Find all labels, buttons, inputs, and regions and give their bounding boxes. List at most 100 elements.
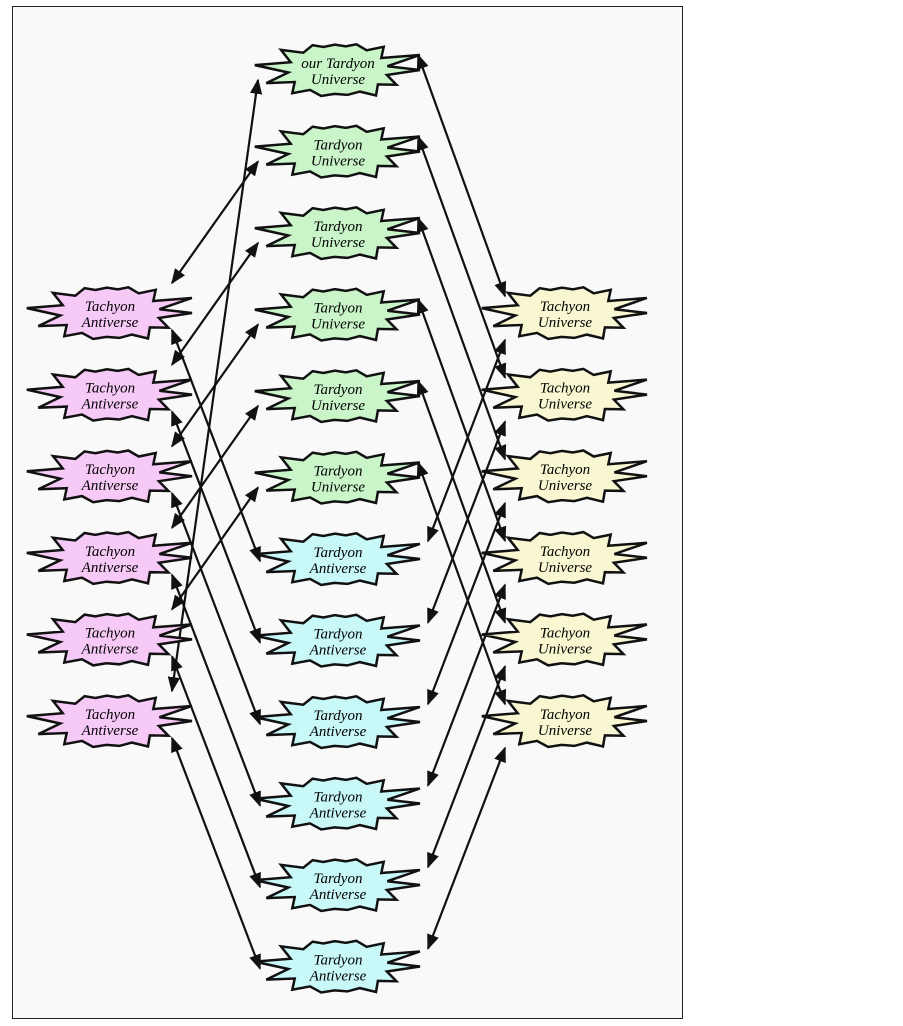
- node-label-line1: Tachyon: [540, 299, 590, 315]
- starburst-shape: [26, 693, 193, 749]
- node-label-line2: Universe: [538, 478, 592, 494]
- double-arrow-left-4-to-middle-5: [171, 486, 259, 611]
- starburst-shape: [481, 530, 648, 586]
- node-label-line1: Tardyon: [314, 953, 363, 969]
- double-arrow-left-3-to-middle-4: [171, 404, 259, 530]
- starburst-shape: [254, 857, 421, 913]
- node-label-line1: Tardyon: [314, 464, 363, 480]
- node-label-line1: Tachyon: [85, 625, 135, 641]
- node-label-line2: Universe: [538, 641, 592, 657]
- node-label-line2: Antiverse: [81, 560, 139, 576]
- starburst-shape: [254, 694, 421, 750]
- node-label-line1: Tardyon: [314, 301, 363, 317]
- starburst-shape: [254, 613, 421, 668]
- starburst-shape: [254, 531, 421, 587]
- node-label-line1: Tardyon: [314, 627, 363, 643]
- node-label-line2: Universe: [311, 317, 365, 333]
- starburst-shape: [26, 367, 193, 422]
- starburst-shape: [481, 693, 648, 749]
- double-arrow-right-4-to-middle-10: [426, 664, 507, 869]
- starburst-shape: [481, 449, 648, 504]
- double-arrow-left-5-to-middle-11: [170, 736, 262, 970]
- starburst-shape: [254, 939, 421, 994]
- starburst-shape: [481, 285, 648, 341]
- arrows: [167, 53, 507, 970]
- starburst-shape: [254, 368, 421, 424]
- starburst-shape: [26, 449, 193, 504]
- node-label-line2: Antiverse: [309, 969, 367, 985]
- node-label-line1: Tachyon: [85, 462, 135, 478]
- node-label-line1: Tachyon: [85, 381, 135, 397]
- node-label-line1: Tachyon: [540, 381, 590, 397]
- node-label-line2: Antiverse: [81, 641, 139, 657]
- node-label-line1: Tardyon: [314, 545, 363, 561]
- node-label-line2: Antiverse: [309, 887, 367, 903]
- node-label-line1: Tachyon: [540, 544, 590, 560]
- node-label-line1: Tardyon: [314, 219, 363, 235]
- node-label-line1: Tachyon: [85, 707, 135, 723]
- node-label-line1: Tardyon: [314, 708, 363, 724]
- node-label-line2: Universe: [538, 315, 592, 331]
- node-label-line2: Antiverse: [309, 561, 367, 577]
- node-label-line2: Universe: [311, 72, 365, 88]
- starburst-shape: [254, 42, 421, 98]
- starburst-shape: [481, 367, 648, 422]
- node-label-line1: Tardyon: [314, 871, 363, 887]
- node-label-line2: Universe: [311, 398, 365, 414]
- universe-nodes: TachyonAntiverseTachyonAntiverseTachyonA…: [26, 42, 648, 994]
- node-label-line2: Universe: [538, 723, 592, 739]
- node-label-line2: Antiverse: [81, 478, 139, 494]
- node-label-line2: Universe: [538, 560, 592, 576]
- starburst-shape: [254, 124, 421, 179]
- node-label-line2: Universe: [311, 480, 365, 496]
- starburst-shape: [254, 776, 421, 831]
- node-label-line1: our Tardyon: [301, 56, 375, 72]
- double-arrow-left-1-to-middle-2: [171, 241, 259, 366]
- node-label-line2: Antiverse: [309, 806, 367, 822]
- node-label-line2: Universe: [311, 154, 365, 170]
- double-arrow-right-3-to-middle-9: [426, 583, 507, 787]
- starburst-shape: [254, 205, 421, 261]
- node-label-line1: Tachyon: [85, 299, 135, 315]
- node-label-line1: Tardyon: [314, 138, 363, 154]
- node-label-line2: Antiverse: [81, 397, 139, 413]
- node-label-line2: Universe: [538, 397, 592, 413]
- node-label-line2: Antiverse: [81, 723, 139, 739]
- starburst-shape: [26, 285, 193, 341]
- double-arrow-left-0-to-middle-1: [171, 160, 259, 285]
- node-label-line1: Tachyon: [540, 707, 590, 723]
- starburst-shape: [254, 287, 421, 342]
- node-label-line1: Tachyon: [85, 544, 135, 560]
- node-label-line1: Tachyon: [540, 625, 590, 641]
- starburst-shape: [254, 450, 421, 505]
- node-label-line2: Antiverse: [309, 724, 367, 740]
- node-label-line1: Tardyon: [314, 382, 363, 398]
- starburst-shape: [26, 530, 193, 586]
- starburst-shape: [26, 612, 193, 667]
- node-label-line2: Antiverse: [309, 643, 367, 659]
